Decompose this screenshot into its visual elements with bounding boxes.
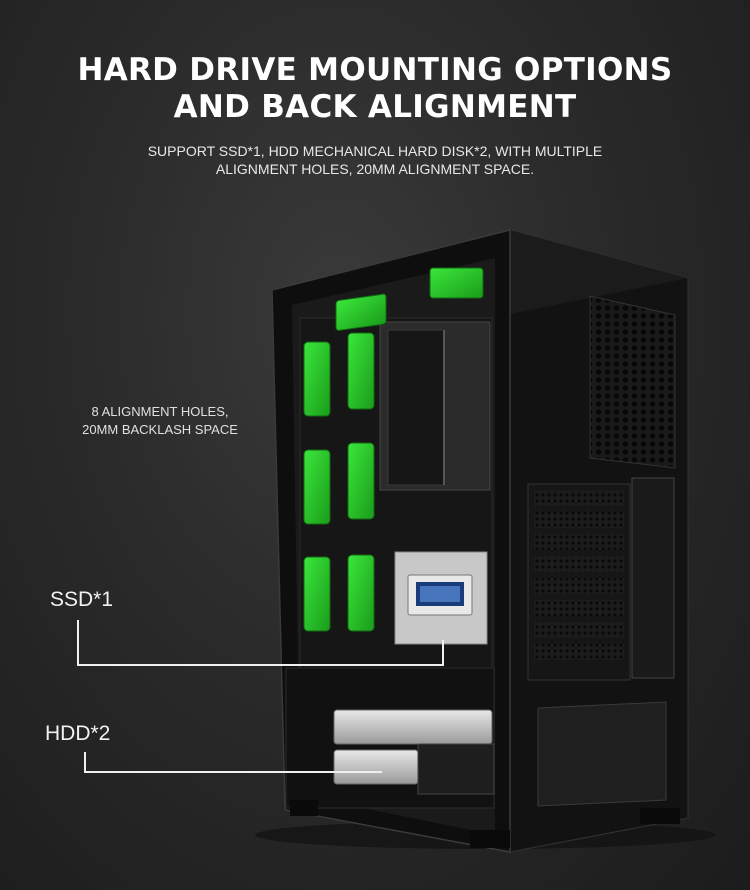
- ssd-callout-line: [77, 620, 444, 666]
- hdd-callout-label: HDD*2: [45, 722, 111, 745]
- page-title: HARD DRIVE MOUNTING OPTIONS AND BACK ALI…: [0, 52, 750, 126]
- hdd-drive-1: [333, 709, 493, 745]
- hdd-cage: [417, 743, 495, 795]
- psu-opening: [537, 701, 667, 807]
- case-foot-right: [470, 830, 510, 848]
- alignment-hole-2: [303, 449, 331, 525]
- expansion-slot-covers: [534, 490, 624, 660]
- title-line-2: AND BACK ALIGNMENT: [173, 89, 577, 125]
- case-foot-back: [640, 808, 680, 824]
- alignment-hole-6: [347, 554, 375, 632]
- rear-fan-mesh: [589, 295, 676, 469]
- subtitle-line-1: SUPPORT SSD*1, HDD MECHANICAL HARD DISK*…: [147, 143, 603, 159]
- case-foot-left: [290, 800, 318, 816]
- alignment-hole-3: [303, 556, 331, 632]
- cpu-cutout-inner: [387, 329, 445, 486]
- alignment-callout-line-1: 8 ALIGNMENT HOLES,: [91, 404, 229, 419]
- subtitle-line-2: ALIGNMENT HOLES, 20MM ALIGNMENT SPACE.: [215, 161, 535, 177]
- alignment-callout: 8 ALIGNMENT HOLES, 20MM BACKLASH SPACE: [60, 403, 260, 439]
- ssd-callout-label: SSD*1: [50, 588, 114, 611]
- vertical-bracket: [631, 477, 675, 679]
- subtitle: SUPPORT SSD*1, HDD MECHANICAL HARD DISK*…: [0, 142, 750, 178]
- top-cable-hole-2: [429, 267, 484, 299]
- hdd-drive-2: [333, 749, 419, 785]
- title-line-1: HARD DRIVE MOUNTING OPTIONS: [77, 52, 673, 88]
- hdd-callout-line: [84, 752, 382, 773]
- alignment-callout-line-2: 20MM BACKLASH SPACE: [82, 422, 238, 437]
- alignment-hole-5: [347, 442, 375, 520]
- alignment-hole-4: [347, 332, 375, 410]
- alignment-hole-1: [303, 341, 331, 417]
- top-cable-hole-1: [335, 293, 387, 331]
